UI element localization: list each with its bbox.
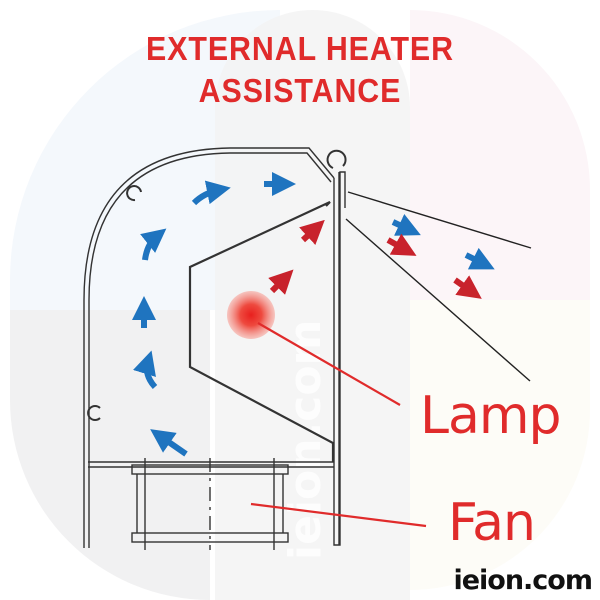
cool-airflow-arrows <box>132 172 495 457</box>
housing <box>83 147 347 548</box>
outlet-vanes <box>345 191 532 382</box>
front-panel <box>333 171 346 546</box>
lamp-label: Lamp <box>420 386 561 446</box>
title-line-2: ASSISTANCE <box>198 72 402 109</box>
leader-lines <box>250 322 427 528</box>
diagram-title: EXTERNAL HEATER ASSISTANCE <box>24 28 576 112</box>
brand-watermark: ieion.com <box>453 565 593 596</box>
fan <box>131 458 289 550</box>
base-plate <box>88 461 334 468</box>
watermark-text: ieion.com <box>280 320 331 560</box>
hot-airflow-arrows <box>268 219 482 299</box>
fan-label: Fan <box>448 493 536 553</box>
reflector <box>188 201 335 462</box>
lamp-glow <box>227 291 275 339</box>
title-line-1: EXTERNAL HEATER <box>146 30 454 67</box>
